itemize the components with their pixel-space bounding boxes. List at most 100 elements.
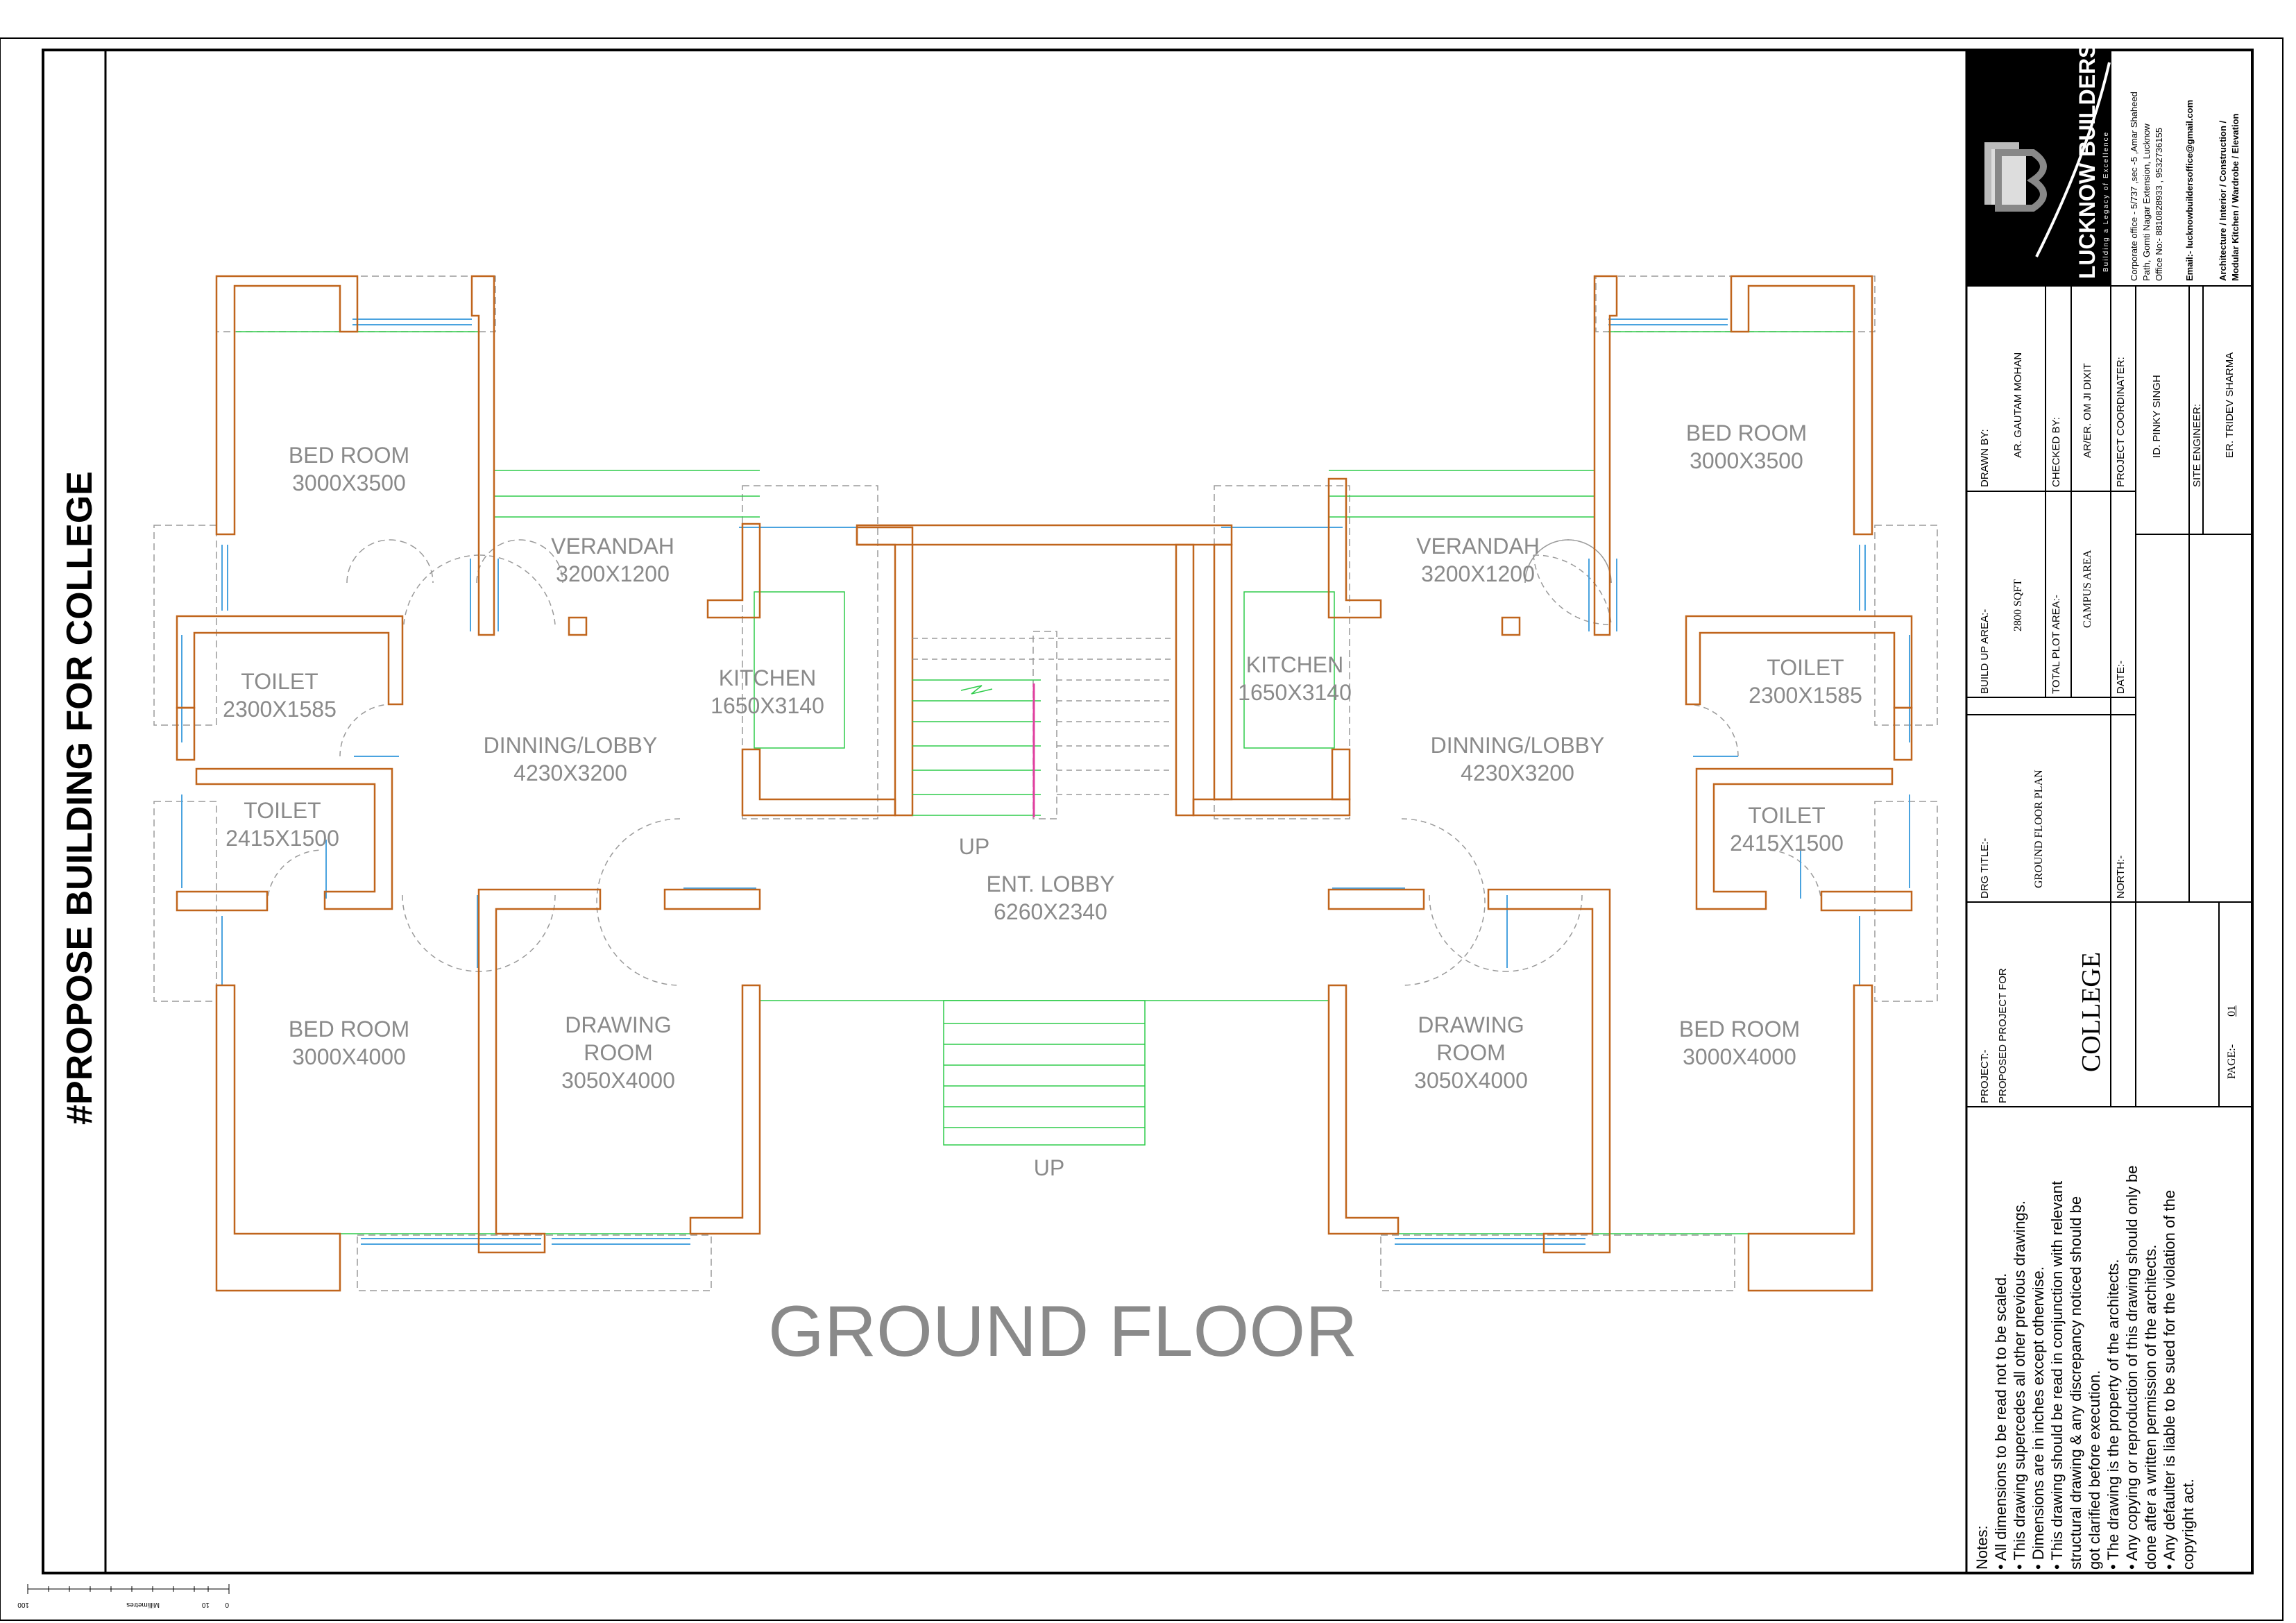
room-name: BED ROOM [288, 1017, 410, 1042]
room-size: 3200X1200 [556, 561, 670, 586]
room-name: KITCHEN [718, 665, 817, 690]
note-line: structural drawing & any discrepancy not… [2067, 1196, 2084, 1570]
room-toilet-right-1: TOILET 2300X1585 [1749, 654, 1862, 709]
firm-address-1: Corporate office - 5/737 ,sec -5 ,Amar S… [2129, 92, 2139, 281]
stair-flight [912, 679, 1041, 816]
project-name: COLLEGE [2077, 951, 2106, 1072]
room-name: ROOM [584, 1040, 653, 1065]
windows [181, 318, 1910, 1245]
scale-label-100: 100 [17, 1601, 29, 1608]
notes-heading: Notes: [1973, 1525, 1991, 1570]
north-label: NORTH:- [2115, 855, 2127, 899]
note-line: • The drawing is the property of the arc… [2104, 1259, 2122, 1570]
note-line: got clarified before execution. [2086, 1370, 2103, 1570]
firm-services-2: Modular Kitchen / Wardrobe / Elevation [2230, 113, 2240, 282]
room-size: 3200X1200 [1421, 561, 1535, 586]
engineer-value: ER. TRIDEV SHARMA [2224, 352, 2236, 458]
room-name: TOILET [244, 798, 321, 823]
room-name: ENT. LOBBY [986, 872, 1115, 897]
room-size: 2300X1585 [1749, 683, 1862, 708]
room-name: BED ROOM [1678, 1017, 1801, 1042]
scale-label-0: 0 [225, 1601, 229, 1608]
checked-by-label: CHECKED BY: [2050, 417, 2062, 487]
note-line: • All dimensions to be read not to be sc… [1992, 1273, 2009, 1570]
notes-block: Notes: • All dimensions to be read not t… [1973, 1166, 2197, 1570]
walls [176, 275, 1913, 1292]
build-up-label: BUILD UP AREA:- [1979, 609, 1991, 694]
note-line: • Dimensions are in inches except otherw… [2030, 1266, 2047, 1570]
room-size: 3000X4000 [1683, 1044, 1796, 1069]
drawn-by-value: AR. GAUTAM MOHAN [2012, 352, 2024, 458]
engineer-label: SITE ENGINEER: [2191, 403, 2203, 487]
room-size: 2415X1500 [1730, 831, 1844, 856]
room-toilet-right-2: TOILET 2415X1500 [1730, 801, 1844, 857]
room-size: 4230X3200 [1461, 760, 1574, 785]
entrance-steps [943, 1000, 1146, 1146]
scale-unit: Millimetres [126, 1601, 160, 1608]
room-name: TOILET [1767, 655, 1844, 680]
projection-outlines [153, 275, 1938, 1291]
plot-area-label: TOTAL PLOT AREA:- [2050, 595, 2062, 694]
room-size: 1650X3140 [711, 693, 824, 718]
firm-email: Email:- lucknowbuildersoffice@gmail.com [2184, 99, 2195, 281]
room-name: DINNING/LOBBY [483, 733, 658, 758]
room-size: 3000X3500 [292, 470, 406, 495]
note-line: done after a written permission of the a… [2142, 1244, 2159, 1570]
room-name: VERANDAH [1416, 534, 1540, 559]
note-line: • This drawing supercedes all other prev… [2011, 1200, 2028, 1570]
sheet-border [0, 37, 2284, 1621]
page-number: 01 [2226, 1005, 2238, 1017]
drg-title-value: GROUND FLOOR PLAN [2033, 770, 2045, 888]
note-line: copyright act. [2179, 1479, 2197, 1570]
room-size: 3050X4000 [1414, 1068, 1528, 1093]
checked-by-value: AR/ER. OM JI DIXIT [2082, 363, 2093, 458]
room-size: 6260X2340 [994, 899, 1107, 924]
room-name: BED ROOM [288, 443, 410, 468]
room-size: 3050X4000 [561, 1068, 675, 1093]
door-swings [266, 554, 1822, 986]
room-kitchen-left: KITCHEN 1650X3140 [711, 664, 824, 720]
note-line: • Any defaulter is liable to be sued for… [2161, 1189, 2178, 1570]
firm-address-2: Path, Gomti Nagar Extension, Lucknow [2141, 124, 2152, 281]
build-up-value: 2800 SQFT [2012, 579, 2024, 631]
room-name: TOILET [241, 669, 318, 694]
room-name: KITCHEN [1245, 652, 1344, 677]
drg-title-label: DRG TITLE:- [1979, 838, 1991, 899]
room-size: 1650X3140 [1238, 680, 1352, 705]
room-kitchen-right: KITCHEN 1650X3140 [1238, 651, 1352, 706]
drawn-by-label: DRAWN BY: [1979, 429, 1991, 487]
floor-plan [153, 275, 1938, 1292]
room-size: 2300X1585 [223, 697, 337, 722]
coordinator-label: PROJECT COORDINATER: [2115, 357, 2127, 487]
firm-name: LUCKNOW BUILDERS [2075, 43, 2100, 279]
room-size: 3000X3500 [1690, 448, 1803, 473]
stair-hidden [912, 638, 1173, 795]
room-drawing-left: DRAWING ROOM 3050X4000 [561, 1011, 675, 1094]
room-drawing-right: DRAWING ROOM 3050X4000 [1414, 1011, 1528, 1094]
sheet-title: #PROPOSE BUILDING FOR COLLEGE [60, 471, 100, 1125]
room-name: TOILET [1748, 803, 1826, 828]
date-label: DATE:- [2115, 660, 2127, 694]
room-name: DRAWING [565, 1012, 672, 1037]
room-size: 4230X3200 [513, 760, 627, 785]
room-name: VERANDAH [551, 534, 674, 559]
firm-phone: Office No:- 8810828933 , 9532736155 [2154, 128, 2164, 281]
firm-tagline: Building a Legacy of Excellence [2102, 130, 2110, 272]
note-line: • This drawing should be read in conjunc… [2048, 1180, 2066, 1570]
room-name: ROOM [1436, 1040, 1506, 1065]
stair-up-label: UP [958, 834, 990, 859]
page-label: PAGE:- [2226, 1044, 2238, 1079]
room-name: BED ROOM [1685, 420, 1808, 445]
project-for: PROPOSED PROJECT FOR [1997, 968, 2009, 1103]
room-name: DRAWING [1418, 1012, 1524, 1037]
room-bed-top-right: BED ROOM 3000X3500 [1686, 419, 1807, 475]
room-toilet-left-1: TOILET 2300X1585 [223, 668, 337, 723]
scale-bar [27, 1584, 230, 1594]
scale-label-10: 10 [201, 1601, 210, 1608]
